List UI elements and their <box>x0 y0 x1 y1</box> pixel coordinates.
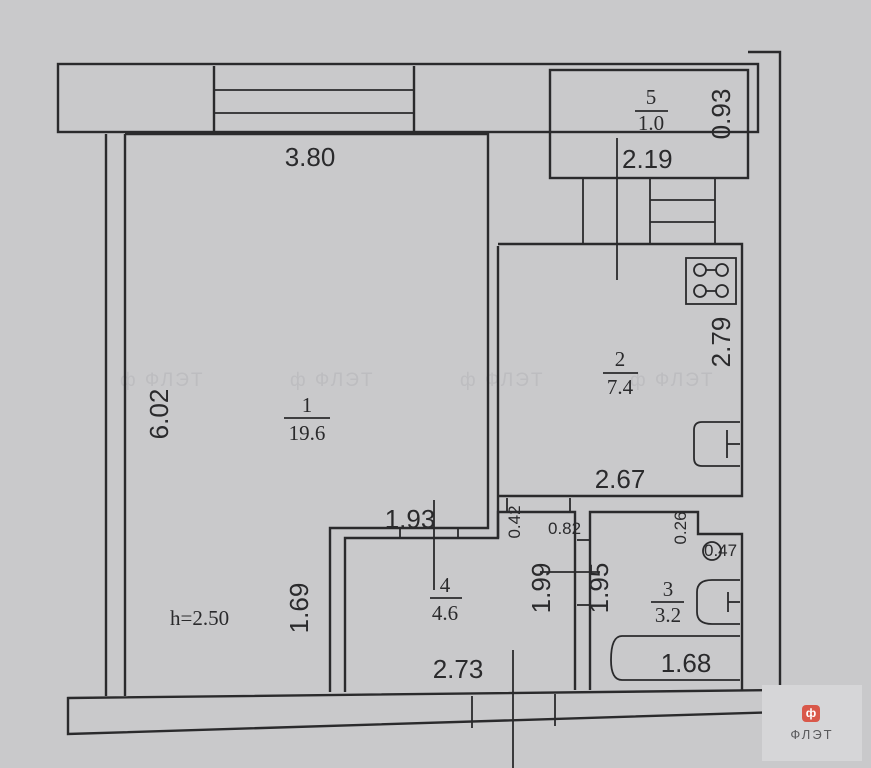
svg-text:ф ФЛЭТ: ф ФЛЭТ <box>290 370 374 391</box>
balcony-top <box>56 62 760 134</box>
dim-room5-width: 2.19 <box>622 144 673 174</box>
svg-text:1.0: 1.0 <box>638 111 664 135</box>
dim-room1-width: 3.80 <box>285 142 336 172</box>
dim-sink-offset: 0.26 <box>671 511 690 544</box>
room-1: 3.80 6.02 1 19.6 h=2.50 <box>104 132 500 696</box>
dim-hall-top: 1.93 <box>385 504 436 534</box>
svg-text:4: 4 <box>440 573 451 597</box>
svg-text:ф ФЛЭТ: ф ФЛЭТ <box>460 370 544 391</box>
toilet-icon <box>696 579 740 625</box>
dim-room2-width: 2.67 <box>595 464 646 494</box>
svg-text:3: 3 <box>663 577 674 601</box>
dim-bath-length: 1.95 <box>584 563 614 614</box>
stove-icon <box>685 257 737 305</box>
dim-room5-depth: 0.93 <box>706 89 736 140</box>
dim-room1-length: 6.02 <box>144 389 174 440</box>
room-3: 1.95 3 3.2 0.26 0.47 1.68 <box>577 510 744 690</box>
logo-badge-icon: ф <box>802 705 820 722</box>
dim-wc-length: 1.99 <box>526 563 556 614</box>
svg-text:7.4: 7.4 <box>607 375 634 399</box>
outer-wall-right <box>748 50 782 720</box>
logo-text: ФЛЭТ <box>790 727 834 742</box>
svg-text:5: 5 <box>646 85 657 109</box>
room-4: 1.93 1.69 2.73 4 4.6 0.42 0.82 1.99 <box>284 498 600 768</box>
svg-text:3.2: 3.2 <box>655 603 681 627</box>
svg-text:ф ФЛЭТ: ф ФЛЭТ <box>630 370 714 391</box>
svg-text:1: 1 <box>302 393 313 417</box>
flat-logo: ф ФЛЭТ <box>762 685 862 761</box>
dim-tub-length: 1.68 <box>661 648 712 678</box>
kitchen-sink-icon <box>693 421 740 467</box>
dim-hall-bottom: 2.73 <box>433 654 484 684</box>
dim-wc-width: 0.82 <box>548 519 581 538</box>
room-5: 5 1.0 2.19 0.93 <box>548 68 750 280</box>
svg-text:4.6: 4.6 <box>432 601 458 625</box>
room-2: 2 7.4 2.79 2.67 <box>498 242 744 498</box>
dim-wc-depth: 0.42 <box>505 505 524 538</box>
outer-wall-bottom <box>66 688 782 736</box>
dim-sink-width: 0.47 <box>704 541 737 560</box>
svg-text:2: 2 <box>615 347 626 371</box>
ceiling-height: h=2.50 <box>170 606 229 630</box>
svg-text:19.6: 19.6 <box>289 421 326 445</box>
bathtub-icon <box>610 635 740 681</box>
bath-sink-icon <box>702 541 722 561</box>
svg-text:ф ФЛЭТ: ф ФЛЭТ <box>120 370 204 391</box>
dim-room2-length: 2.79 <box>706 317 736 368</box>
dim-hall-left: 1.69 <box>284 583 314 634</box>
watermark: ф ФЛЭТ ф ФЛЭТ ф ФЛЭТ ф ФЛЭТ <box>120 370 714 391</box>
